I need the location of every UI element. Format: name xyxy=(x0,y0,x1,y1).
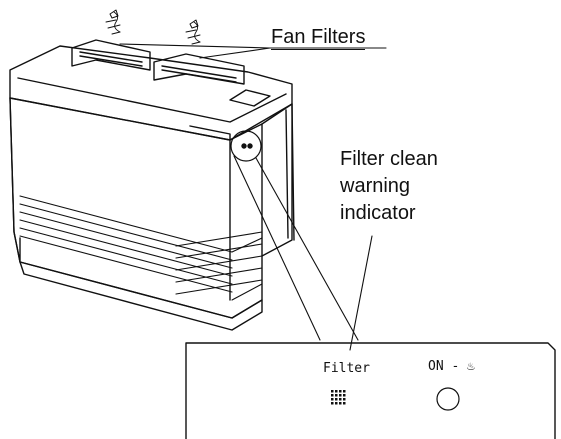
circle-button-icon[interactable] xyxy=(436,387,460,411)
control-panel xyxy=(185,342,556,439)
heater-grille xyxy=(19,195,263,301)
magnify-line-right xyxy=(255,157,359,341)
airflow-swirl-icon xyxy=(105,9,121,35)
fan-filter-left xyxy=(71,39,151,71)
heater-base xyxy=(19,261,263,331)
heater-front xyxy=(9,97,263,319)
fan-filter-right xyxy=(153,53,245,85)
filter-warning-label: Filter clean warning indicator xyxy=(340,148,438,224)
display-window xyxy=(229,89,271,107)
fan-filters-leader xyxy=(119,43,387,59)
airflow-swirl-icon xyxy=(185,19,201,45)
grid-dots-icon xyxy=(331,390,346,405)
heater-top xyxy=(9,45,293,141)
indicator-circle xyxy=(230,130,262,162)
fan-filters-label: Fan Filters xyxy=(271,26,366,50)
warning-leader xyxy=(349,235,373,351)
panel-filter-label: Filter xyxy=(323,361,370,376)
panel-on-label: ON - ♨ xyxy=(428,359,475,374)
magnify-line-left xyxy=(233,155,321,341)
